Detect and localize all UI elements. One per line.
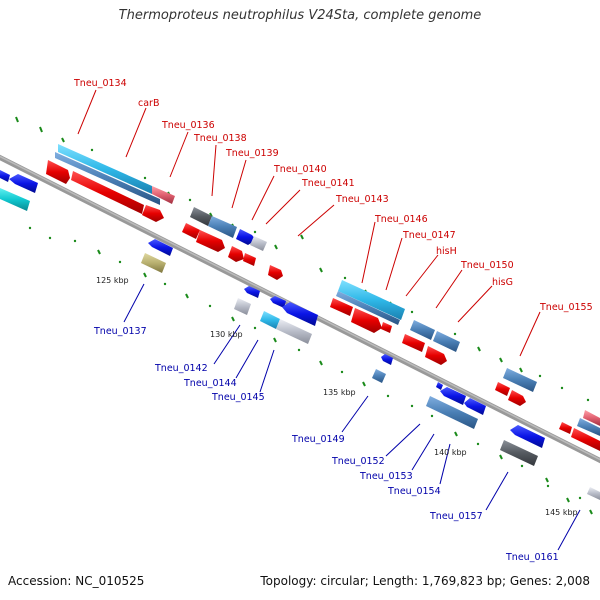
label-Tneu_0145: Tneu_0145 (211, 392, 265, 403)
gene-Tneu_0142-blue (244, 286, 260, 298)
gene-Tneu_0157 (500, 440, 538, 466)
label-Tneu_0157: Tneu_0157 (429, 511, 483, 522)
gene-pink-2 (583, 410, 600, 426)
gene-left-blue-2 (9, 174, 38, 193)
gene-carB (46, 160, 70, 184)
gene-red-8 (330, 298, 353, 316)
label-Tneu_0139: Tneu_0139 (225, 148, 279, 159)
gene-Tneu_0136-pink (152, 186, 175, 204)
gene-Tneu_0134 (58, 144, 152, 194)
gene-Tneu_0152 (426, 396, 478, 429)
gene-red-7 (268, 265, 283, 280)
gene-carB-steel (55, 152, 160, 205)
gene-blue-f (464, 398, 486, 415)
label-Tneu_0161: Tneu_0161 (505, 552, 559, 563)
label-Tneu_0142: Tneu_0142 (154, 363, 208, 374)
label-Tneu_0146: Tneu_0146 (374, 214, 428, 225)
gene-blue-c (381, 354, 393, 365)
gene-red-11 (402, 334, 425, 352)
kbp-label-125: 125 kbp (96, 276, 129, 285)
gene-Tneu_0137 (141, 253, 166, 273)
plus-labels: Tneu_0134 carB Tneu_0136 Tneu_0138 Tneu_… (73, 78, 593, 313)
gene-Tneu_0140 (250, 236, 267, 251)
gene-Tneu_0144 (260, 311, 280, 329)
gene-blue-e (440, 387, 466, 405)
gene-blue-g (510, 425, 545, 448)
gene-Tneu_0139 (236, 229, 256, 245)
gene-red-13 (508, 390, 526, 406)
label-Tneu_0144: Tneu_0144 (183, 378, 237, 389)
label-Tneu_0154: Tneu_0154 (387, 486, 441, 497)
minus-labels: Tneu_0137 Tneu_0142 Tneu_0144 Tneu_0145 … (93, 326, 559, 563)
topology-text: Topology: circular; Length: 1,769,823 bp… (260, 574, 590, 588)
plus-strand-genes (46, 144, 600, 451)
gene-hisG (425, 346, 447, 365)
gene-hisH (410, 320, 435, 340)
label-Tneu_0155: Tneu_0155 (539, 302, 593, 313)
gene-Tneu_0155 (503, 368, 537, 392)
label-hisG: hisG (492, 277, 513, 288)
gene-red-14 (559, 422, 572, 434)
gene-Tneu_0137-blue (148, 239, 173, 256)
gene-steel-edge (577, 418, 600, 436)
label-Tneu_0153: Tneu_0153 (359, 471, 413, 482)
gene-Tneu_0161 (587, 487, 600, 500)
minus-strand-genes (0, 170, 600, 500)
gene-blue-a (270, 296, 286, 308)
label-Tneu_0138: Tneu_0138 (193, 133, 247, 144)
kbp-labels: 125 kbp 130 kbp 135 kbp 140 kbp 145 kbp (96, 276, 578, 517)
accession-text: Accession: NC_010525 (8, 574, 145, 588)
gene-left-blue-1 (0, 170, 10, 182)
label-Tneu_0134: Tneu_0134 (73, 78, 127, 89)
gene-blue-d (436, 382, 443, 390)
label-Tneu_0152: Tneu_0152 (331, 456, 385, 467)
label-hisH: hisH (436, 246, 457, 257)
label-Tneu_0136: Tneu_0136 (161, 120, 215, 131)
leader-lines-minus (123, 283, 581, 551)
label-Tneu_0140: Tneu_0140 (273, 164, 327, 175)
gene-Tneu_0149 (372, 369, 386, 383)
label-Tneu_0141: Tneu_0141 (301, 178, 355, 189)
gene-red-12 (495, 382, 510, 396)
gene-red-6 (243, 253, 256, 266)
gene-red-10 (381, 322, 392, 333)
gene-Tneu_0145 (276, 319, 312, 344)
gene-red-2 (142, 205, 164, 222)
gene-red-15 (571, 428, 600, 451)
kbp-label-130: 130 kbp (210, 330, 243, 339)
gene-red-9 (351, 308, 382, 333)
label-Tneu_0137: Tneu_0137 (93, 326, 147, 337)
label-Tneu_0150: Tneu_0150 (460, 260, 514, 271)
gene-Tneu_0150 (433, 331, 460, 352)
label-Tneu_0147: Tneu_0147 (402, 230, 456, 241)
label-Tneu_0149: Tneu_0149 (291, 434, 345, 445)
map-title: Thermoproteus neutrophilus V24Sta, compl… (118, 8, 482, 23)
gene-left-teal (0, 188, 30, 211)
leader-lines-plus (77, 89, 541, 357)
gene-blue-b (282, 302, 318, 326)
kbp-label-145: 145 kbp (545, 508, 578, 517)
label-carB: carB (138, 98, 159, 109)
gene-red-4 (196, 230, 225, 252)
tick-dots (28, 148, 590, 500)
gene-Tneu_0146 (338, 280, 405, 320)
gene-Tneu_0138-dark (190, 207, 212, 226)
gene-red-5 (228, 246, 244, 262)
label-Tneu_0143: Tneu_0143 (335, 194, 389, 205)
gene-red-1 (71, 171, 144, 214)
kbp-label-135: 135 kbp (323, 388, 356, 397)
kbp-label-140: 140 kbp (434, 448, 467, 457)
gene-Tneu_0142 (234, 298, 251, 315)
gene-red-3 (182, 223, 200, 239)
gene-Tneu_0138 (208, 216, 237, 238)
gene-Tneu_0147 (336, 291, 400, 325)
